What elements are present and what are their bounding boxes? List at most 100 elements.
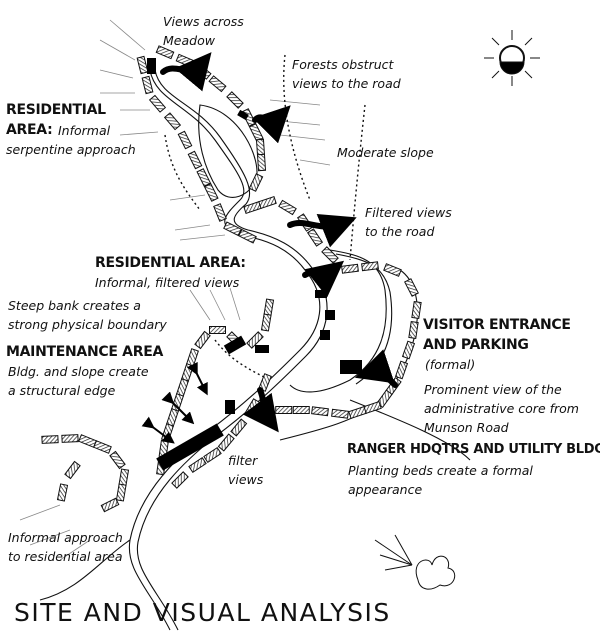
slope-lines bbox=[164, 54, 366, 381]
hatched-vegetation-block bbox=[244, 398, 261, 417]
hatched-vegetation-block bbox=[306, 228, 324, 247]
label-line: strong physical boundary bbox=[8, 317, 167, 332]
hatched-vegetation-block bbox=[78, 434, 97, 448]
hatched-vegetation-block bbox=[238, 228, 257, 244]
hatched-vegetation-block bbox=[194, 330, 211, 350]
label-line: Munson Road bbox=[424, 420, 509, 435]
label-residential-area-2-body: Informal, filtered views bbox=[95, 273, 239, 292]
hatched-vegetation-block bbox=[404, 278, 419, 297]
hatched-vegetation-block bbox=[226, 91, 244, 109]
hatched-vegetation-block bbox=[175, 53, 195, 68]
hatched-vegetation-block bbox=[196, 168, 212, 187]
hatched-vegetation-block bbox=[411, 301, 422, 319]
hatched-vegetation-block bbox=[177, 130, 193, 150]
hatched-vegetation-block bbox=[186, 348, 199, 367]
label-line: to the road bbox=[365, 224, 435, 239]
hatched-vegetation-block bbox=[230, 418, 248, 437]
hatched-vegetation-block bbox=[408, 321, 419, 339]
hatched-vegetation-block bbox=[348, 406, 367, 419]
label-line: appearance bbox=[348, 482, 423, 497]
hatched-vegetation-block bbox=[394, 360, 409, 380]
hatched-vegetation-block bbox=[246, 331, 264, 349]
view-rays bbox=[19, 19, 331, 561]
hatched-vegetation-block bbox=[118, 468, 130, 487]
hatched-vegetation-block bbox=[383, 263, 402, 277]
hatched-vegetation-block bbox=[171, 471, 189, 489]
label-line: Moderate slope bbox=[337, 145, 434, 160]
sun-icon bbox=[484, 30, 540, 86]
hatched-vegetation-block bbox=[61, 434, 79, 443]
label-line: Meadow bbox=[163, 33, 215, 48]
label-maintenance-body: Bldg. and slope create a structural edge bbox=[8, 362, 149, 400]
hatched-vegetation-block bbox=[109, 450, 126, 470]
hatched-vegetation-block bbox=[248, 123, 264, 142]
hatched-vegetation-block bbox=[263, 298, 275, 317]
label-line: serpentine approach bbox=[6, 142, 136, 157]
solid-buildings bbox=[147, 58, 362, 471]
hatched-vegetation-block bbox=[176, 378, 189, 397]
hatched-vegetation-block bbox=[260, 313, 272, 332]
hatched-vegetation-block bbox=[208, 75, 227, 93]
hatched-vegetation-block bbox=[248, 173, 264, 192]
label-line: Informal bbox=[58, 123, 111, 138]
label-forests: Forests obstruct views to the road bbox=[292, 55, 401, 93]
hatched-vegetation-block bbox=[217, 433, 235, 452]
hatched-vegetation-block bbox=[321, 246, 339, 264]
label-line: Views across bbox=[163, 14, 244, 29]
hatched-vegetation-block bbox=[209, 326, 226, 334]
hatched-vegetation-block bbox=[148, 94, 167, 113]
hatched-vegetation-block bbox=[203, 446, 222, 464]
label-line: Forests obstruct bbox=[292, 57, 394, 72]
hatched-vegetation-block bbox=[341, 263, 359, 274]
label-line: views bbox=[228, 472, 264, 487]
hatched-vegetation-block bbox=[166, 408, 179, 427]
label-line: (formal) bbox=[425, 357, 476, 372]
hatched-vegetation-block bbox=[141, 75, 154, 95]
hatched-vegetation-block bbox=[311, 406, 329, 417]
hatched-vegetation-block bbox=[278, 199, 297, 216]
hatched-vegetation-block bbox=[56, 483, 69, 502]
hatched-vegetation-block bbox=[255, 138, 266, 157]
hatched-vegetation-block bbox=[203, 183, 219, 202]
label-line: RESIDENTIAL AREA: bbox=[95, 255, 246, 271]
hatched-vegetation-block bbox=[163, 112, 182, 131]
hatched-vegetation-block bbox=[41, 435, 59, 444]
hatched-vegetation-block bbox=[64, 460, 81, 480]
hatched-vegetation-block bbox=[100, 497, 120, 513]
label-line: Steep bank creates a bbox=[8, 298, 141, 313]
hatched-vegetation-block bbox=[361, 261, 379, 272]
label-line: VISITOR ENTRANCE bbox=[423, 317, 571, 333]
hatched-vegetation-block bbox=[331, 408, 349, 419]
label-residential-area-1-body: Informal serpentine approach bbox=[6, 121, 136, 159]
building-blocks bbox=[41, 45, 422, 513]
hatched-vegetation-block bbox=[93, 440, 112, 454]
label-line: MAINTENANCE AREA bbox=[6, 344, 163, 360]
hatched-vegetation-block bbox=[292, 406, 310, 414]
label-line: Informal, filtered views bbox=[95, 275, 240, 290]
hatched-vegetation-block bbox=[275, 406, 293, 414]
label-ranger-heading: RANGER HDQTRS AND UTILITY BLDG. bbox=[347, 440, 600, 460]
hatched-vegetation-block bbox=[181, 363, 194, 382]
label-line: a structural edge bbox=[8, 383, 116, 398]
hatched-vegetation-block bbox=[115, 483, 127, 502]
wind-icon bbox=[374, 534, 456, 590]
label-line: Planting beds create a formal bbox=[348, 463, 533, 478]
label-line: Bldg. and slope create bbox=[8, 364, 149, 379]
hatched-vegetation-block bbox=[155, 45, 175, 60]
label-line: RANGER HDQTRS AND UTILITY BLDG. bbox=[347, 442, 600, 457]
label-moderate-slope: Moderate slope bbox=[337, 143, 434, 162]
label-line: views to the road bbox=[292, 76, 401, 91]
hatched-vegetation-block bbox=[258, 196, 277, 209]
hatched-vegetation-block bbox=[401, 340, 416, 360]
label-maintenance-heading: MAINTENANCE AREA bbox=[6, 342, 163, 362]
hatched-vegetation-block bbox=[256, 153, 267, 172]
hatched-vegetation-block bbox=[136, 55, 149, 75]
